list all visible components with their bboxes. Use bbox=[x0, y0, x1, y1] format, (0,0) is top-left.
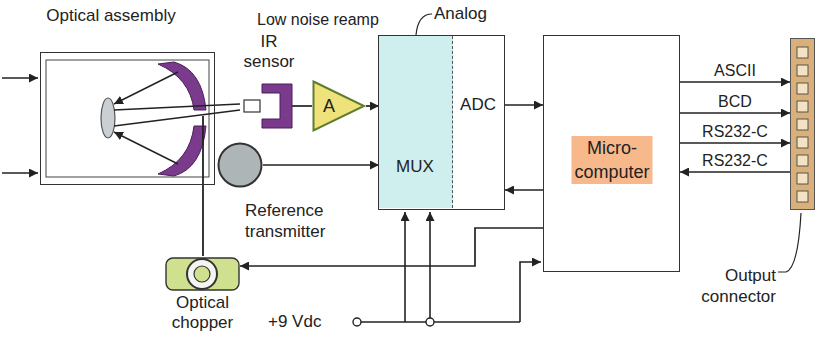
connector-pin bbox=[797, 47, 808, 58]
leader-line bbox=[778, 213, 801, 272]
node-heading: Low noise reamp bbox=[257, 10, 387, 30]
amplifier-shape bbox=[312, 80, 366, 132]
supply-wire bbox=[361, 321, 520, 323]
chopper-wheel bbox=[187, 259, 217, 289]
ir-sensor: IR sensor bbox=[240, 84, 292, 128]
junction bbox=[426, 318, 434, 326]
signal-connector bbox=[680, 142, 790, 144]
node-heading: Reference transmitter bbox=[245, 200, 353, 242]
reference-transmitter-shape bbox=[217, 142, 263, 188]
output-connector-shape bbox=[791, 39, 816, 211]
signal-connector bbox=[505, 104, 543, 106]
node-heading: IR sensor bbox=[240, 32, 298, 72]
secondary-mirror bbox=[101, 98, 115, 138]
signal-connector bbox=[505, 189, 543, 191]
connector-pin bbox=[797, 101, 808, 112]
chopper-blade bbox=[202, 116, 204, 256]
connector-pin bbox=[797, 83, 808, 94]
node-heading: Optical chopper bbox=[160, 293, 245, 333]
output-connector: Output connector bbox=[790, 38, 815, 210]
supply-wire bbox=[520, 262, 541, 322]
node-label: Micro- computer bbox=[571, 136, 652, 184]
optics-housing bbox=[46, 60, 209, 177]
ir-input-arrow bbox=[2, 77, 38, 79]
optical-assembly: Optical assembly bbox=[40, 52, 215, 185]
node-label: ADC bbox=[453, 94, 503, 115]
connector-pin bbox=[797, 119, 808, 130]
signal-name: RS232-C bbox=[700, 122, 770, 141]
amplifier: ALow noise reamp bbox=[312, 80, 366, 132]
chopper-motor bbox=[166, 258, 239, 290]
leader-line bbox=[416, 14, 432, 35]
mux-section: MUX bbox=[379, 36, 453, 208]
mirror bbox=[158, 62, 206, 110]
signal-name: RS232-C bbox=[700, 151, 770, 170]
supply-label: +9 Vdc bbox=[266, 311, 323, 332]
signal-connector bbox=[680, 112, 790, 114]
node-heading: Output connector bbox=[681, 265, 776, 307]
transmitter-symbol bbox=[219, 144, 262, 187]
signal-connector bbox=[292, 105, 312, 107]
analog-label: Analog bbox=[432, 3, 489, 24]
node-label: A bbox=[317, 95, 341, 117]
optical-chopper: Optical chopper bbox=[165, 255, 240, 293]
node-heading: Optical assembly bbox=[46, 5, 176, 26]
signal-connector bbox=[263, 164, 379, 166]
supply-wire bbox=[404, 212, 406, 322]
optical-chopper-shape bbox=[165, 255, 240, 293]
signal-connector bbox=[680, 81, 790, 83]
ir-sensor-shape bbox=[240, 84, 292, 128]
ray bbox=[114, 132, 178, 164]
microcomputer: Micro- computer bbox=[543, 35, 680, 272]
supply-wire bbox=[429, 212, 431, 318]
detector-element bbox=[244, 100, 260, 112]
mirror bbox=[158, 126, 206, 176]
connector-pin bbox=[797, 137, 808, 148]
reference-transmitter: Reference transmitter bbox=[217, 142, 263, 188]
signal-connector bbox=[680, 171, 790, 173]
connector-pin bbox=[797, 191, 808, 202]
node-label: MUX bbox=[381, 156, 449, 177]
connector-pin bbox=[797, 65, 808, 76]
connector-pin bbox=[797, 155, 808, 166]
ray bbox=[114, 72, 178, 104]
sensor-body bbox=[262, 84, 292, 128]
chopper-hub bbox=[194, 266, 210, 282]
connector-pin bbox=[797, 173, 808, 184]
terminal bbox=[353, 318, 361, 326]
ray bbox=[114, 104, 240, 110]
illustration bbox=[2, 14, 801, 326]
connector-group bbox=[240, 82, 790, 266]
signal-name: BCD bbox=[716, 92, 754, 111]
ray bbox=[114, 110, 240, 126]
amplifier-symbol bbox=[314, 82, 365, 131]
analog-adc-box: ADC MUX bbox=[378, 35, 505, 210]
ir-input-arrow bbox=[2, 172, 38, 174]
signal-name: ASCII bbox=[712, 61, 758, 80]
